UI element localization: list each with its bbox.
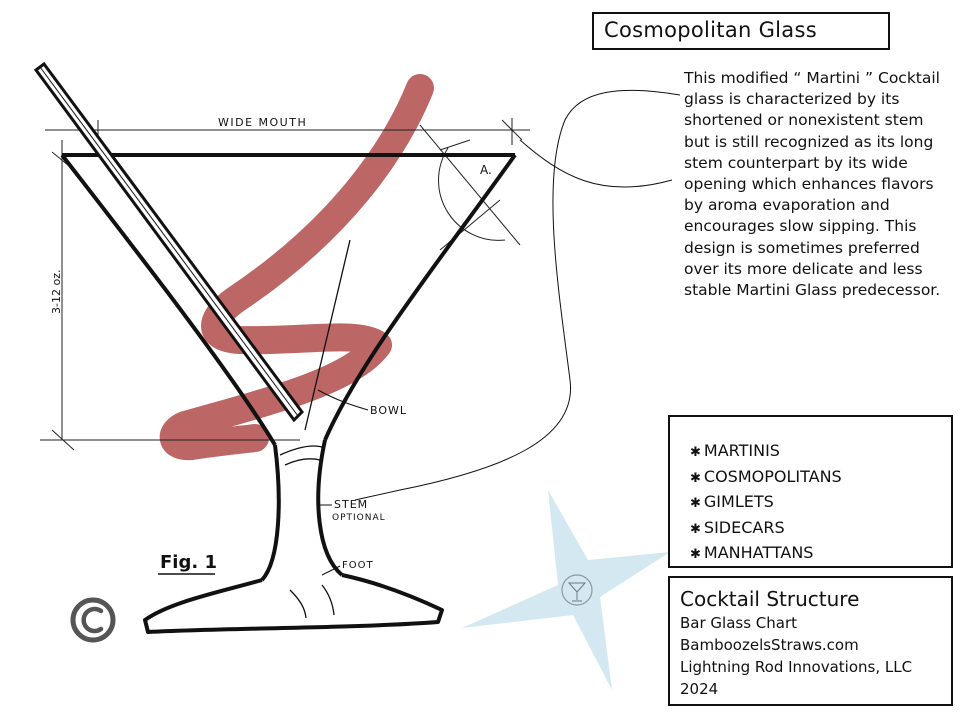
copyright-icon: ©	[0, 0, 116, 643]
foot-label: FOOT	[342, 560, 374, 571]
svg-text:©: ©	[0, 0, 1, 1]
uses-box: MARTINIS COSMOPOLITANS GIMLETS SIDECARS …	[668, 415, 953, 568]
construction-lines	[40, 118, 530, 451]
credits-box: Cocktail Structure Bar Glass Chart Bambo…	[668, 576, 953, 706]
leader-lines	[317, 89, 681, 576]
capacity-label: 3-12 oz.	[50, 270, 63, 314]
glass-details	[279, 239, 351, 619]
wide-mouth-label: WIDE MOUTH	[218, 116, 307, 129]
stem-label: STEM	[334, 498, 368, 511]
bowl-label: BOWL	[370, 404, 407, 417]
figure-label: Fig. 1	[160, 552, 217, 573]
credits-line-2: BamboozelsStraws.com	[680, 636, 859, 654]
credits-heading: Cocktail Structure	[680, 587, 860, 611]
star-logo-icon	[462, 490, 670, 690]
page-title: Cosmopolitan Glass	[604, 18, 817, 42]
description-text: This modified “ Martini ” Cocktail glass…	[684, 69, 941, 300]
swoosh-stroke	[159, 74, 434, 461]
list-item: GIMLETS	[690, 490, 951, 516]
stem-optional-label: OPTIONAL	[332, 513, 386, 523]
credits-line-1: Bar Glass Chart	[680, 614, 798, 632]
glass-outline	[60, 153, 517, 634]
uses-list: MARTINIS COSMOPOLITANS GIMLETS SIDECARS …	[690, 439, 951, 567]
list-item: SIDECARS	[690, 516, 951, 542]
straw-icon	[33, 61, 304, 423]
credits-line-3: Lightning Rod Innovations, LLC 2024	[680, 658, 913, 698]
title-box: Cosmopolitan Glass	[592, 12, 890, 50]
list-item: MARTINIS	[690, 439, 951, 465]
angle-label: A.	[480, 163, 492, 177]
list-item: COSMOPOLITANS	[690, 465, 951, 491]
list-item: MANHATTANS	[690, 541, 951, 567]
